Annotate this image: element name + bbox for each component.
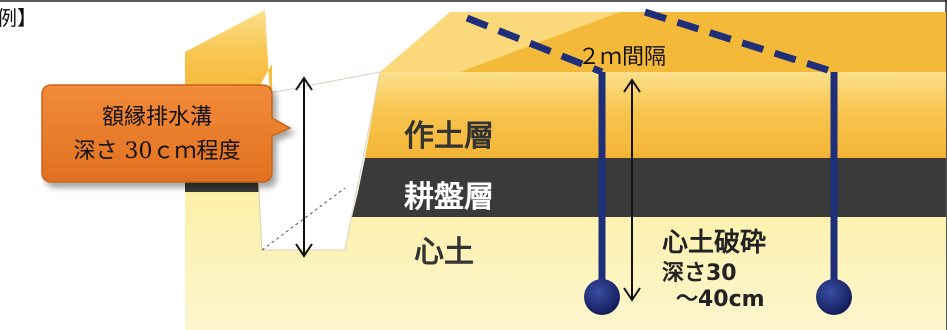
subsoiling-depth-2: ～40cm <box>676 287 765 312</box>
left-bank-top <box>185 10 272 108</box>
page-label: 例】 <box>0 6 37 30</box>
subsoil-arrow-head-up <box>623 78 641 93</box>
subsoil-arrow-head-down <box>623 287 641 302</box>
callout-line-2: 深さ 30ｃｍ程度 <box>74 139 241 164</box>
drainage-ditch-cut <box>253 71 381 251</box>
callout-line-1: 額縁排水溝 <box>102 105 212 130</box>
field-upper-slope <box>380 12 620 72</box>
spacing-label: ２ｍ間隔 <box>578 45 666 70</box>
plowpan-label: 耕盤層 <box>404 180 494 215</box>
topsoil-layer <box>365 72 946 158</box>
subsoiler-tip-right <box>816 279 852 315</box>
topsoil-label: 作土層 <box>404 119 494 154</box>
ditch-diagonal <box>261 187 346 251</box>
callout-shape <box>41 84 292 183</box>
ditch-arrow-head-down <box>295 243 313 258</box>
spacing-dash-left <box>465 14 604 76</box>
subsoil-layer <box>185 192 946 330</box>
plowpan-layer <box>352 158 946 217</box>
ditch-arrow-head-up <box>295 76 313 91</box>
subsoiling-title: 心土破砕 <box>662 228 766 258</box>
subsoiler-tip-left <box>584 279 620 315</box>
subsoil-label: 心土 <box>414 235 474 270</box>
subsoiling-depth-1: 深さ30 <box>662 261 737 286</box>
callout-bubble <box>41 84 292 183</box>
